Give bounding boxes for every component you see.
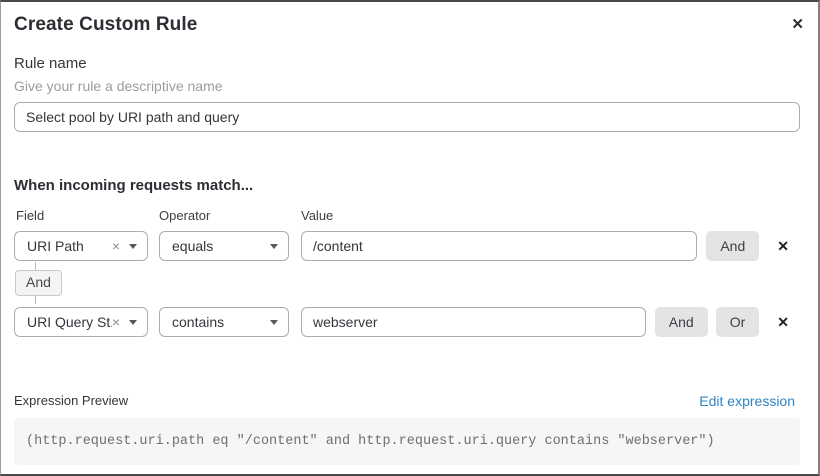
chevron-down-icon [270, 319, 278, 325]
edit-expression-link[interactable]: Edit expression [699, 392, 795, 409]
or-button[interactable]: Or [715, 307, 760, 337]
expression-preview-label: Expression Preview [14, 393, 129, 408]
delete-row-icon[interactable]: ✕ [777, 238, 789, 254]
field-select-value: URI Query St... [27, 314, 112, 330]
condition-row-1: URI Path × equals And ✕ [14, 231, 806, 261]
chevron-down-icon [129, 319, 137, 325]
dialog-header: Create Custom Rule ✕ [14, 14, 806, 38]
operator-select-value: contains [172, 314, 225, 330]
connector-and-badge: And [15, 270, 62, 296]
clear-icon[interactable]: × [111, 314, 120, 330]
value-column-label: Value [301, 208, 334, 223]
chevron-down-icon [270, 243, 278, 249]
page-title: Create Custom Rule [14, 14, 198, 35]
field-select[interactable]: URI Path × [14, 231, 148, 261]
field-select[interactable]: URI Query St... × [14, 307, 148, 337]
logic-connector: And [14, 261, 806, 305]
field-column-label: Field [16, 208, 45, 223]
rule-name-help: Give your rule a descriptive name [14, 78, 223, 94]
expression-preview-header: Expression Preview Edit expression [14, 392, 806, 409]
connector-line-top [35, 262, 36, 270]
and-button[interactable]: And [654, 307, 708, 337]
operator-select[interactable]: contains [159, 307, 289, 337]
value-input[interactable] [301, 307, 646, 337]
match-heading: When incoming requests match... [14, 177, 254, 194]
connector-line-bottom [35, 295, 36, 304]
operator-column-label: Operator [159, 208, 211, 223]
condition-row-2: URI Query St... × contains And Or ✕ [14, 307, 806, 337]
expression-preview-box: (http.request.uri.path eq "/content" and… [14, 418, 800, 465]
expression-code: (http.request.uri.path eq "/content" and… [26, 434, 715, 449]
clear-icon[interactable]: × [111, 238, 120, 254]
operator-select-value: equals [172, 238, 214, 254]
field-select-value: URI Path [27, 238, 84, 254]
rule-name-input[interactable] [14, 102, 800, 132]
and-button[interactable]: And [706, 231, 760, 261]
chevron-down-icon [129, 243, 137, 249]
column-labels: Field Operator Value [14, 208, 806, 224]
delete-row-icon[interactable]: ✕ [777, 314, 789, 330]
rule-name-label: Rule name [14, 55, 87, 72]
value-input[interactable] [301, 231, 698, 261]
operator-select[interactable]: equals [159, 231, 289, 261]
close-icon[interactable]: ✕ [791, 16, 804, 33]
